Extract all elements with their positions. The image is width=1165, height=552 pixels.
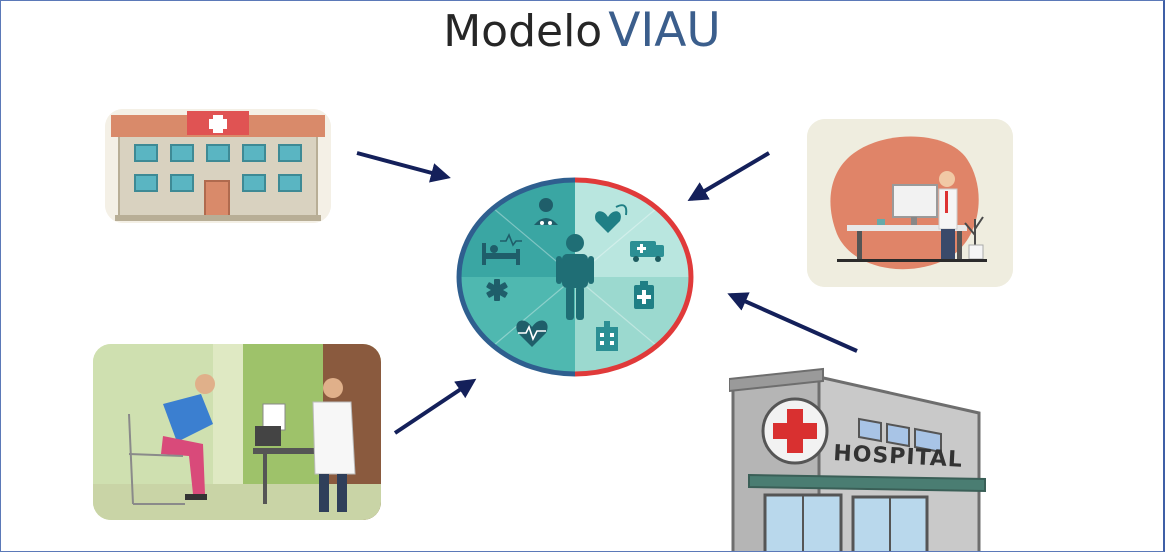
heart-pulse-icon — [595, 204, 628, 233]
hospital-bed-icon — [482, 233, 522, 265]
desk-worker-icon — [807, 119, 1013, 287]
central-hub — [456, 177, 694, 377]
title-accent: VIAU — [608, 3, 721, 58]
heart-rate-icon — [516, 320, 548, 347]
ambulance-icon — [630, 241, 664, 262]
hospital-card — [729, 363, 991, 551]
desk-worker-card — [807, 119, 1013, 287]
arrow-desk-to-hub — [687, 151, 771, 202]
care-hub-diagram — [456, 177, 694, 377]
title-main: Modelo — [443, 6, 603, 57]
arrow-clinic-to-hub — [356, 151, 451, 183]
hospital-building-icon — [729, 367, 986, 551]
doctor-consultation-icon — [93, 344, 381, 520]
clinic-card — [105, 109, 331, 223]
arrow-consultation-to-hub — [393, 378, 477, 435]
doctor-icon — [534, 198, 558, 225]
star-of-life-icon — [486, 279, 508, 301]
arrow-hospital-to-hub — [727, 292, 858, 353]
medical-kit-icon — [634, 281, 654, 309]
clinic-building-icon — [105, 109, 331, 223]
patient-icon — [556, 234, 594, 320]
consultation-card — [93, 344, 381, 520]
building-icon — [596, 321, 618, 351]
